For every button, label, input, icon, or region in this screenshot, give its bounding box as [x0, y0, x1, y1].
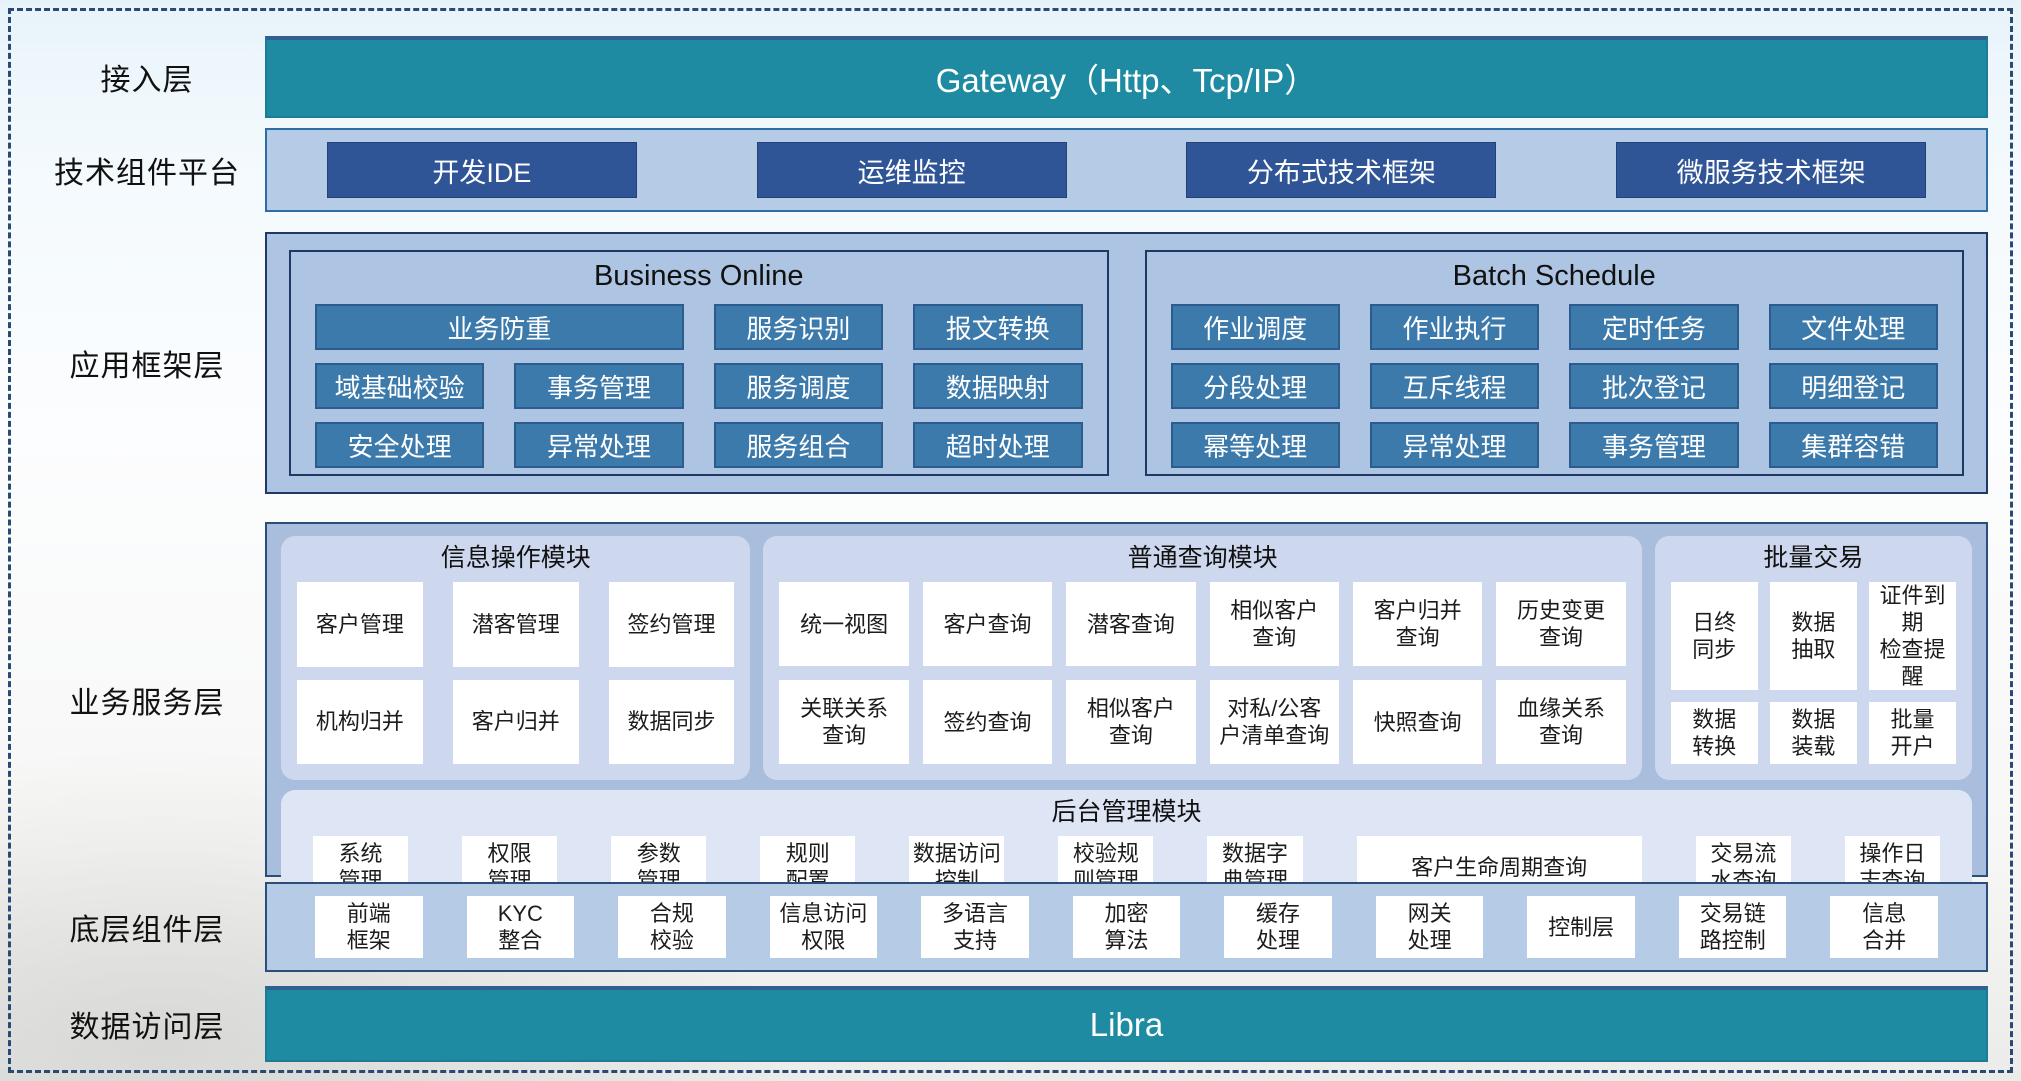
component-item: 信息 合并	[1830, 896, 1939, 958]
module-title: 批量交易	[1763, 544, 1864, 572]
service-item: 数据 抽取	[1769, 582, 1857, 690]
service-item: 对私/公客 户清单查询	[1209, 680, 1339, 764]
framework-item: 批次登记	[1569, 363, 1739, 409]
business-service-layer: 信息操作模块 客户管理潜客管理签约管理机构归并客户归并数据同步 普通查询模块 统…	[265, 522, 1988, 912]
service-item: 关联关系 查询	[779, 680, 909, 764]
batch-schedule-grid: 作业调度作业执行定时任务文件处理分段处理互斥线程批次登记明细登记幂等处理异常处理…	[1170, 304, 1938, 468]
service-modules-row: 信息操作模块 客户管理潜客管理签约管理机构归并客户归并数据同步 普通查询模块 统…	[281, 536, 1972, 780]
component-item: 信息访问 权限	[769, 896, 878, 958]
service-item: 证件到期 检查提醒	[1868, 582, 1956, 690]
framework-item: 服务识别	[713, 304, 884, 350]
module-info-operation: 信息操作模块 客户管理潜客管理签约管理机构归并客户归并数据同步	[281, 536, 751, 780]
service-item: 潜客管理	[452, 582, 579, 667]
module-title: 后台管理模块	[1051, 798, 1202, 826]
service-item: 批量 开户	[1868, 702, 1956, 764]
tech-platform-item: 开发IDE	[326, 142, 637, 198]
layer-label-dataaccess: 数据访问层	[69, 1011, 225, 1044]
framework-item: 服务调度	[713, 363, 884, 409]
service-item: 潜客查询	[1066, 582, 1196, 666]
component-item: 控制层	[1527, 896, 1635, 958]
layer-label-access: 接入层	[100, 64, 194, 97]
service-item: 相似客户 查询	[1209, 582, 1339, 666]
framework-item: 异常处理	[514, 422, 684, 468]
module-general-query: 普通查询模块 统一视图客户查询潜客查询相似客户 查询客户归并 查询历史变更 查询…	[763, 536, 1642, 780]
layer-label-appframework: 应用框架层	[69, 350, 225, 383]
service-item: 快照查询	[1352, 680, 1483, 764]
bottom-component-layer: 前端 框架 KYC 整合合规 校验信息访问 权限多语言 支持加密 算法缓存 处理网…	[265, 882, 1988, 972]
component-item: 多语言 支持	[921, 896, 1029, 958]
service-item: 签约查询	[922, 680, 1053, 764]
framework-item: 异常处理	[1369, 422, 1540, 468]
service-item: 客户管理	[297, 582, 423, 667]
framework-item: 安全处理	[315, 422, 485, 468]
app-framework-layer: Business Online 业务防重服务识别报文转换域基础校验事务管理服务调…	[265, 232, 1988, 494]
layer-label-bizservice: 业务服务层	[69, 686, 225, 720]
tech-platform-row: 开发IDE 运维监控 分布式技术框架 微服务技术框架	[265, 128, 1988, 212]
component-item: 交易链 路控制	[1678, 896, 1787, 958]
framework-item: 明细登记	[1768, 363, 1938, 409]
component-item: 网关 处理	[1375, 896, 1484, 958]
general-query-grid: 统一视图客户查询潜客查询相似客户 查询客户归并 查询历史变更 查询关联关系 查询…	[779, 582, 1626, 764]
panel-business-online: Business Online 业务防重服务识别报文转换域基础校验事务管理服务调…	[289, 250, 1109, 476]
service-item: 客户查询	[922, 582, 1053, 666]
business-online-grid: 业务防重服务识别报文转换域基础校验事务管理服务调度数据映射安全处理异常处理服务组…	[315, 304, 1083, 468]
libra-label: Libra	[1089, 1006, 1164, 1043]
framework-item: 分段处理	[1170, 363, 1340, 409]
panel-batch-schedule: Batch Schedule 作业调度作业执行定时任务文件处理分段处理互斥线程批…	[1144, 250, 1964, 476]
service-item: 数据 装载	[1769, 702, 1857, 764]
framework-item: 作业执行	[1369, 304, 1540, 350]
framework-item: 定时任务	[1569, 304, 1739, 350]
framework-item: 作业调度	[1170, 304, 1340, 350]
framework-item: 超时处理	[913, 422, 1083, 468]
panel-title: Business Online	[593, 260, 804, 292]
framework-item: 报文转换	[913, 304, 1083, 350]
framework-item: 幂等处理	[1170, 422, 1340, 468]
service-item: 机构归并	[297, 679, 423, 764]
panel-title: Batch Schedule	[1452, 260, 1656, 292]
service-item: 数据同步	[608, 679, 735, 764]
component-item: 前端 框架	[315, 896, 423, 958]
component-item: 合规 校验	[618, 896, 726, 958]
layer-label-tech: 技术组件平台	[54, 157, 240, 190]
service-item: 日终 同步	[1670, 582, 1758, 690]
service-item: 历史变更 查询	[1496, 582, 1626, 666]
batch-transaction-grid: 日终 同步数据 抽取证件到期 检查提醒数据 转换数据 装载批量 开户	[1670, 582, 1956, 764]
framework-item: 事务管理	[1569, 422, 1739, 468]
framework-item: 互斥线程	[1369, 363, 1540, 409]
framework-item: 事务管理	[514, 363, 684, 409]
libra-bar: Libra	[265, 986, 1988, 1062]
framework-item: 业务防重	[315, 304, 684, 350]
gateway-label: Gateway（Http、Tcp/IP）	[935, 62, 1318, 99]
component-item: KYC 整合	[466, 896, 575, 958]
module-title: 普通查询模块	[1127, 544, 1278, 572]
module-title: 信息操作模块	[440, 544, 591, 572]
framework-item: 数据映射	[913, 363, 1083, 409]
service-item: 血缘关系 查询	[1496, 680, 1626, 764]
framework-item: 集群容错	[1768, 422, 1938, 468]
layer-label-components: 底层组件层	[69, 914, 225, 947]
service-item: 客户归并	[452, 679, 579, 764]
tech-platform-item: 运维监控	[756, 142, 1067, 198]
service-item: 统一视图	[779, 582, 909, 666]
framework-item: 域基础校验	[315, 363, 485, 409]
tech-platform-item: 微服务技术框架	[1616, 142, 1927, 198]
tech-platform-item: 分布式技术框架	[1186, 142, 1497, 198]
component-item: 加密 算法	[1072, 896, 1181, 958]
service-item: 相似客户 查询	[1066, 680, 1196, 764]
service-item: 客户归并 查询	[1352, 582, 1483, 666]
service-item: 签约管理	[608, 582, 735, 667]
gateway-bar: Gateway（Http、Tcp/IP）	[265, 36, 1988, 118]
component-item: 缓存 处理	[1224, 896, 1332, 958]
module-batch-transaction: 批量交易 日终 同步数据 抽取证件到期 检查提醒数据 转换数据 装载批量 开户	[1654, 536, 1972, 780]
framework-item: 服务组合	[713, 422, 884, 468]
service-item: 数据 转换	[1670, 702, 1758, 764]
framework-item: 文件处理	[1768, 304, 1938, 350]
info-operation-grid: 客户管理潜客管理签约管理机构归并客户归并数据同步	[297, 582, 735, 764]
